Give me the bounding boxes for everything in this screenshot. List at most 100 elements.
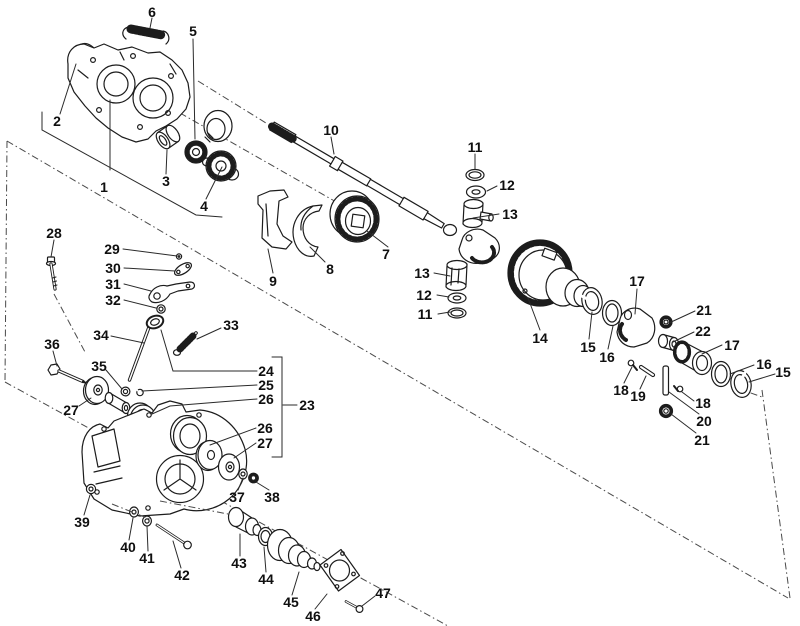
part-lever-31 (148, 281, 196, 304)
part-label-26-32: 26 (258, 391, 274, 407)
part-label-30-38: 30 (105, 260, 121, 276)
part-snapring-11b (447, 307, 467, 319)
bracket-23 (271, 356, 283, 458)
part-label-16-23: 16 (756, 356, 772, 372)
part-fork-8 (292, 204, 323, 257)
part-label-29-37: 29 (104, 241, 120, 257)
part-nut-35 (120, 386, 131, 397)
part-washer-40 (129, 506, 140, 518)
part-label-26-34: 26 (257, 420, 273, 436)
part-label-46-55: 46 (305, 608, 321, 624)
part-label-25-31: 25 (258, 377, 274, 393)
part-label-8-7: 8 (326, 261, 334, 277)
part-diff-gear-14 (507, 239, 593, 308)
part-snapring-11 (465, 168, 485, 182)
part-label-11-10: 11 (468, 139, 483, 155)
part-link-30 (173, 262, 193, 276)
part-label-23-33: 23 (299, 397, 315, 413)
part-label-15-17: 15 (580, 339, 596, 355)
part-bolt-42 (155, 523, 192, 550)
part-label-21-20: 21 (696, 302, 712, 318)
part-label-14-16: 14 (532, 330, 548, 346)
part-label-40-49: 40 (120, 539, 136, 555)
part-label-39-48: 39 (74, 514, 90, 530)
border-left-edge (4, 140, 8, 383)
part-bevel-carrier (458, 228, 500, 265)
part-washer-41 (142, 515, 153, 527)
part-label-16-18: 16 (599, 349, 615, 365)
part-label-18-27: 18 (695, 395, 711, 411)
part-spacer-cylinder (104, 391, 131, 415)
part-cover-1 (67, 43, 191, 143)
part-label-5-4: 5 (189, 23, 197, 39)
part-washer-12b (447, 292, 467, 304)
part-bracket-9 (257, 189, 293, 250)
part-label-37-46: 37 (229, 489, 245, 505)
border-diagonal-line (6, 140, 789, 599)
leader-lines (41, 17, 776, 610)
part-nut-21b (658, 403, 674, 419)
part-bolt-36 (47, 363, 87, 384)
part-label-15-24: 15 (775, 364, 791, 380)
part-bevel-housing-17b (672, 340, 713, 376)
part-label-13-12: 13 (502, 206, 518, 222)
border-bottom-edge (4, 381, 449, 626)
construction-dashed-lines (4, 80, 791, 626)
part-shaft-10 (268, 121, 458, 237)
part-snapring-15 (580, 287, 603, 315)
part-label-20-28: 20 (696, 413, 712, 429)
part-screw-18 (627, 359, 638, 371)
part-label-12-11: 12 (499, 177, 515, 193)
part-label-42-51: 42 (174, 567, 190, 583)
part-gear-7 (329, 190, 380, 243)
part-bearing-sleeve (203, 109, 233, 143)
part-label-3-2: 3 (162, 173, 170, 189)
part-bushing-3 (155, 124, 181, 150)
part-label-17-19: 17 (629, 273, 645, 289)
part-label-44-53: 44 (258, 571, 274, 587)
part-ring-16b (710, 360, 732, 388)
part-shaft-20 (662, 365, 670, 396)
part-label-18-25: 18 (613, 382, 629, 398)
part-label-4-3: 4 (200, 198, 208, 214)
part-label-31-39: 31 (105, 276, 121, 292)
part-clip-25 (136, 388, 144, 397)
part-label-38-47: 38 (264, 489, 280, 505)
part-label-11-15: 11 (418, 306, 433, 322)
part-label-45-54: 45 (283, 594, 299, 610)
part-bearing-boss (169, 414, 208, 456)
border-right-edge (761, 389, 791, 599)
part-label-36-44: 36 (44, 336, 60, 352)
part-label-21-29: 21 (694, 432, 710, 448)
part-disc-27 (82, 375, 110, 406)
part-seal-24 (145, 314, 165, 330)
part-pin-19 (638, 364, 656, 378)
part-label-32-40: 32 (105, 292, 121, 308)
part-coupler-43 (227, 506, 262, 537)
part-label-47-56: 47 (375, 585, 391, 601)
axis-bolt28 (53, 293, 86, 353)
part-spring-screw-33 (172, 331, 198, 356)
part-bushing-13b (445, 259, 468, 292)
part-nut-32 (156, 304, 166, 314)
part-label-9-8: 9 (269, 273, 277, 289)
part-label-17-22: 17 (724, 337, 740, 353)
axis-cover-to-shaft (197, 80, 267, 124)
part-pinion-5 (184, 140, 213, 167)
part-label-2-1: 2 (53, 113, 61, 129)
part-screw-18b (673, 385, 684, 393)
part-label-12-14: 12 (416, 287, 432, 303)
part-label-24-30: 24 (258, 363, 274, 379)
part-label-6-5: 6 (148, 4, 156, 20)
part-bushing-13 (462, 198, 494, 229)
part-label-34-42: 34 (93, 327, 109, 343)
part-screw-47 (344, 600, 364, 613)
part-label-10-9: 10 (323, 122, 339, 138)
part-nut-38 (248, 472, 259, 484)
part-washer-12 (465, 185, 487, 199)
part-bevel-housing-17 (616, 307, 656, 348)
part-label-27-35: 27 (257, 435, 273, 451)
part-bolt-39 (85, 483, 97, 495)
